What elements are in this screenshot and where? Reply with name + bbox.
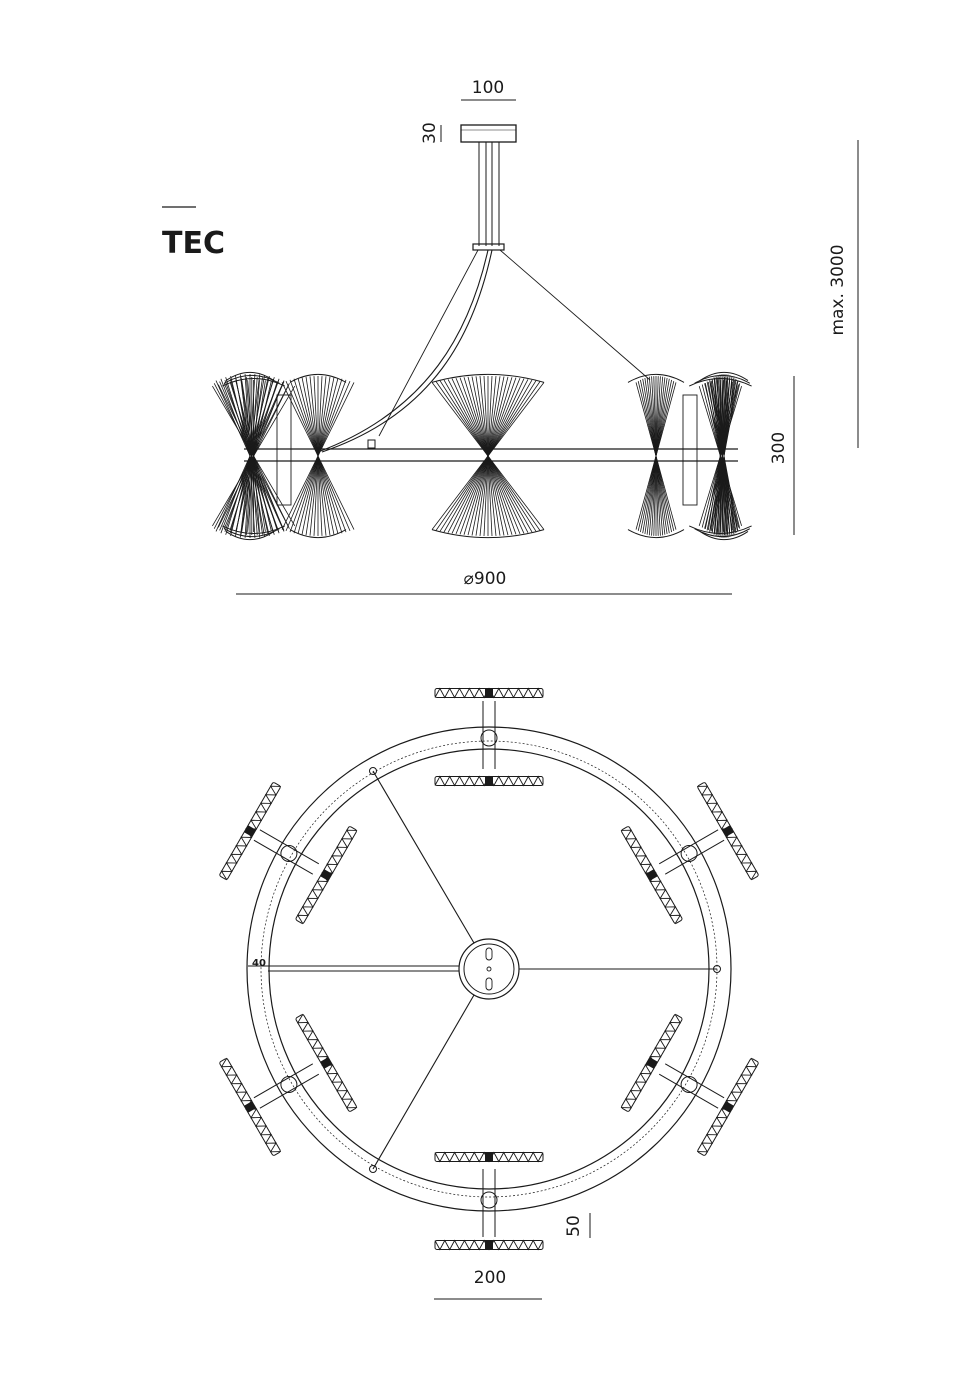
- shade-top-view: [697, 782, 759, 881]
- canopy-width-label: 100: [472, 78, 504, 98]
- side-shades: [212, 371, 752, 541]
- arm-length-label: 50: [564, 1215, 584, 1237]
- shade-top-view: [620, 1013, 683, 1112]
- ceiling-canopy: [460, 124, 517, 143]
- side-elevation-view: [212, 124, 752, 541]
- fan-shade: [431, 455, 545, 539]
- fan-shade: [281, 455, 355, 539]
- shade-width-label: 200: [474, 1268, 506, 1288]
- side-dimensions: 100 30 max. 3000 300 ⌀900: [236, 78, 859, 595]
- product-title: TEC: [162, 226, 225, 261]
- plan-view: [219, 687, 759, 1251]
- canopy-height-label: 30: [420, 122, 440, 144]
- fan-shade: [281, 373, 355, 457]
- hub-spokes: [248, 767, 721, 1173]
- suspension-cables: [317, 249, 651, 453]
- shade-top-view: [219, 782, 281, 881]
- suspension-rods: [478, 142, 500, 246]
- body-height-label: 300: [769, 432, 789, 464]
- rod-collar: [472, 243, 505, 251]
- ring-tube-label: 40: [252, 958, 266, 969]
- shade-top-view: [219, 1057, 281, 1156]
- shade-top-view: [434, 687, 544, 699]
- shade-top-view: [434, 775, 544, 787]
- shade-arm: [434, 1151, 544, 1251]
- plan-shades: [219, 687, 759, 1251]
- shade-top-view: [697, 1057, 759, 1156]
- plan-dimensions: 40 50 200: [252, 958, 591, 1300]
- diameter-label: ⌀900: [464, 569, 507, 589]
- ring-outer: [246, 726, 732, 1212]
- shade-arm: [620, 782, 759, 925]
- fan-shade: [627, 455, 685, 539]
- fan-shade: [627, 373, 685, 457]
- shade-arm: [219, 1013, 358, 1156]
- shade-top-view: [620, 826, 683, 925]
- shade-top-view: [295, 826, 358, 925]
- shade-arm: [434, 687, 544, 787]
- fan-shade: [688, 455, 752, 534]
- fan-shade: [212, 378, 296, 457]
- fan-shade: [688, 378, 752, 457]
- shade-top-view: [434, 1239, 544, 1251]
- max-height-label: max. 3000: [828, 244, 848, 335]
- shade-arm: [219, 782, 358, 925]
- fan-shade: [431, 373, 545, 457]
- fan-shade: [212, 455, 296, 534]
- shade-top-view: [295, 1013, 358, 1112]
- shade-arm: [620, 1013, 759, 1156]
- shade-top-view: [434, 1151, 544, 1163]
- central-hub-inner: [463, 943, 515, 995]
